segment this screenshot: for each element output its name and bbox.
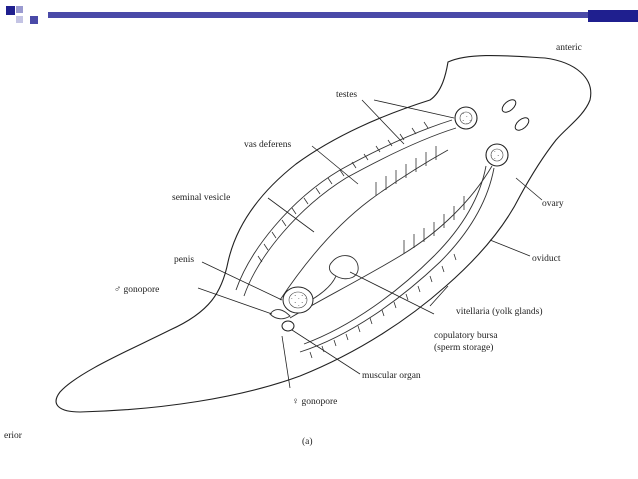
upper-vitellaria-band-inner xyxy=(243,127,457,297)
genital-atrium xyxy=(269,309,291,320)
label-seminal-vesicle: seminal vesicle xyxy=(172,193,230,203)
header-square-navy xyxy=(6,6,15,15)
label-muscular-organ: muscular organ xyxy=(362,371,421,381)
label-figure-letter: (a) xyxy=(302,436,313,447)
ovary-lower-core xyxy=(490,148,504,162)
label-penis: penis xyxy=(174,255,194,265)
label-vas-deferens: vas deferens xyxy=(244,139,292,150)
body-outline xyxy=(55,54,592,413)
header-square-light xyxy=(16,6,23,13)
label-anterior: anteric xyxy=(556,43,582,53)
header-square-navy-2 xyxy=(30,16,38,24)
label-male-gonopore: ♂ gonopore xyxy=(114,285,159,295)
ovary-upper-core xyxy=(459,111,473,125)
testes-branches-upper xyxy=(375,146,437,196)
label-posterior: erior xyxy=(4,431,23,441)
header-square-light-2 xyxy=(16,16,23,23)
label-female-gonopore: ♀ gonopore xyxy=(292,397,337,407)
testes-upper-row xyxy=(257,121,429,263)
eyespot-right xyxy=(514,117,530,131)
label-ovary: ovary xyxy=(542,199,564,209)
penis-bulb-inner xyxy=(288,291,308,309)
label-testes: testes xyxy=(336,90,357,100)
lower-vitellaria-band xyxy=(299,167,495,353)
upper-vitellaria-band xyxy=(235,119,453,291)
copulatory-bursa xyxy=(328,255,359,280)
header-stripe xyxy=(48,12,588,18)
eyespot-left xyxy=(501,99,517,113)
slide-header-bar xyxy=(6,6,638,24)
leader-lines xyxy=(197,99,543,389)
vitellaria-lower-row xyxy=(309,253,457,359)
header-stripe-dark xyxy=(588,10,638,22)
oviduct-duct xyxy=(289,165,493,319)
muscular-organ xyxy=(281,320,295,332)
label-vitellaria: vitellaria (yolk glands) xyxy=(456,306,543,317)
label-copulatory-bursa: copulatory bursa xyxy=(434,331,498,341)
lower-vitellaria-band-inner xyxy=(303,165,487,345)
label-oviduct: oviduct xyxy=(532,254,561,264)
label-sperm-storage: (sperm storage) xyxy=(434,342,493,353)
oviduct-branches xyxy=(403,196,465,254)
